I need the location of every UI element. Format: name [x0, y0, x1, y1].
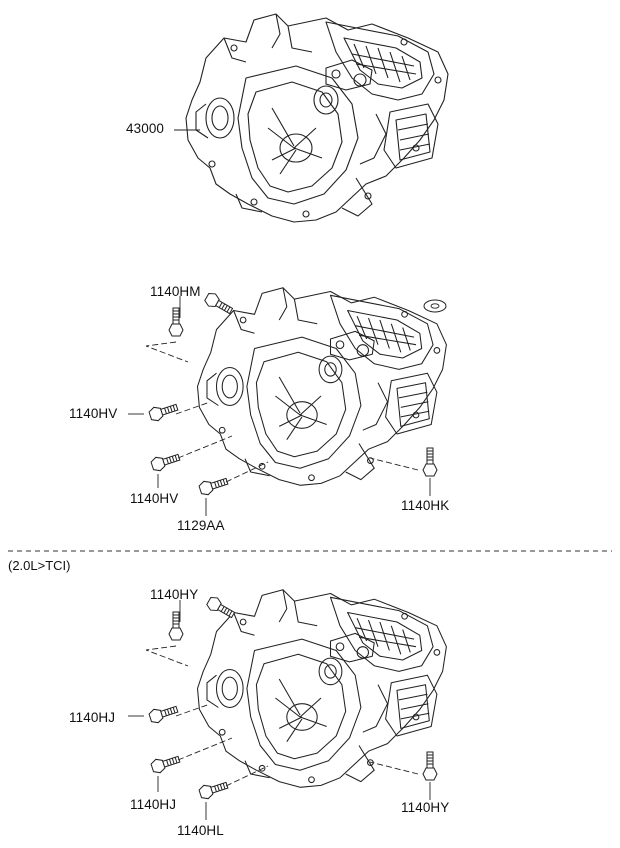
leader-lines-middle — [128, 296, 431, 516]
label-bottom-top-bolt: 1140HY — [150, 587, 199, 602]
label-43000: 43000 — [126, 121, 165, 136]
label-bottom-right-bolt: 1140HY — [401, 800, 450, 815]
label-bottom-bottom-bolt: 1140HL — [177, 823, 224, 838]
label-middle-right-bolt: 1140HK — [401, 498, 450, 513]
label-middle-bottom-bolt: 1129AA — [177, 518, 225, 533]
bolt-1140HK — [422, 447, 438, 477]
bolt-1140HV-a — [147, 400, 180, 424]
bolt-1140HL — [197, 778, 230, 802]
bolt-1140HJ-b — [149, 752, 182, 776]
bolt-1140HY-b — [204, 594, 238, 622]
label-middle-left-bolt: 1140HV — [69, 406, 118, 421]
transmission-assembly-middle — [196, 287, 447, 486]
washer-part — [423, 299, 447, 313]
bolt-1140HY-a — [168, 611, 184, 641]
bolt-1140HM-a — [168, 307, 184, 337]
bolt-1140HJ-a — [147, 702, 180, 726]
label-bottom-lower-left-bolt: 1140HJ — [130, 797, 177, 812]
transmission-assembly-bottom — [196, 589, 447, 788]
leader-lines-bottom — [128, 600, 431, 820]
bolt-1140HY-c — [422, 751, 438, 781]
label-middle-top-bolt: 1140HM — [150, 284, 201, 299]
section-caption: (2.0L>TCI) — [8, 558, 71, 573]
bolt-1140HM-b — [202, 290, 236, 318]
transmission-assembly-top — [185, 13, 449, 223]
bolt-1140HV-b — [149, 450, 182, 474]
label-middle-lower-left-bolt: 1140HV — [130, 491, 179, 506]
label-bottom-left-bolt: 1140HJ — [69, 710, 116, 725]
bolt-1129AA — [197, 474, 230, 498]
